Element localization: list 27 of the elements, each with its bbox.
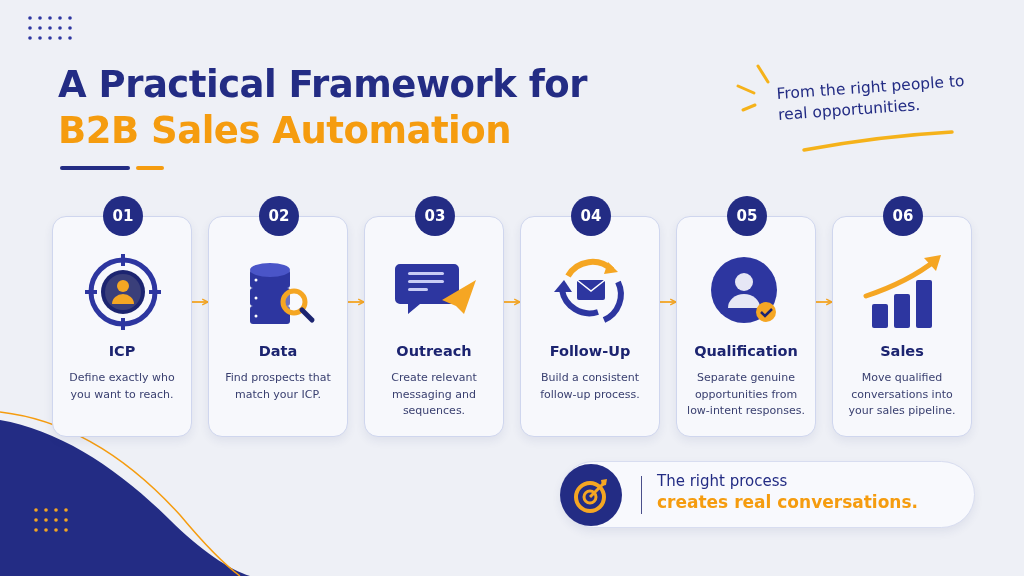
step-description: Move qualified conversations into your sales pipeline.: [847, 370, 957, 419]
flow-arrow: [503, 298, 521, 306]
step-title: ICP: [107, 343, 137, 359]
step-number: 03: [415, 196, 455, 236]
step-title: Qualification: [693, 343, 799, 359]
step-number: 02: [259, 196, 299, 236]
step-number: 06: [883, 196, 923, 236]
step-number: 01: [103, 196, 143, 236]
step-description: Create relevant messaging and sequences.: [390, 370, 478, 419]
flow-arrow: [659, 298, 677, 306]
title: A Practical Framework for B2B Sales Automation: [58, 62, 589, 154]
callout-text: creates real conversations.: [657, 492, 919, 512]
flow-arrow: [347, 298, 365, 306]
step-title: Data: [257, 343, 299, 359]
flow-arrow: [815, 298, 833, 306]
step-description: Define exactly who you want to reach.: [68, 370, 176, 403]
flow-arrow: [191, 298, 209, 306]
step-title: Outreach: [395, 343, 473, 359]
step-title: Sales: [879, 343, 925, 359]
callout-text: The right process: [657, 472, 788, 490]
tagline: From the right people to real opportunities.: [776, 70, 966, 126]
step-number: 04: [571, 196, 611, 236]
step-title: Follow-Up: [548, 343, 632, 359]
step-number: 05: [727, 196, 767, 236]
step-description: Find prospects that match your ICP.: [224, 370, 332, 403]
step-description: Separate genuine opportunities from low-intent responses.: [686, 370, 806, 419]
step-description: Build a consistent follow-up process.: [539, 370, 641, 403]
